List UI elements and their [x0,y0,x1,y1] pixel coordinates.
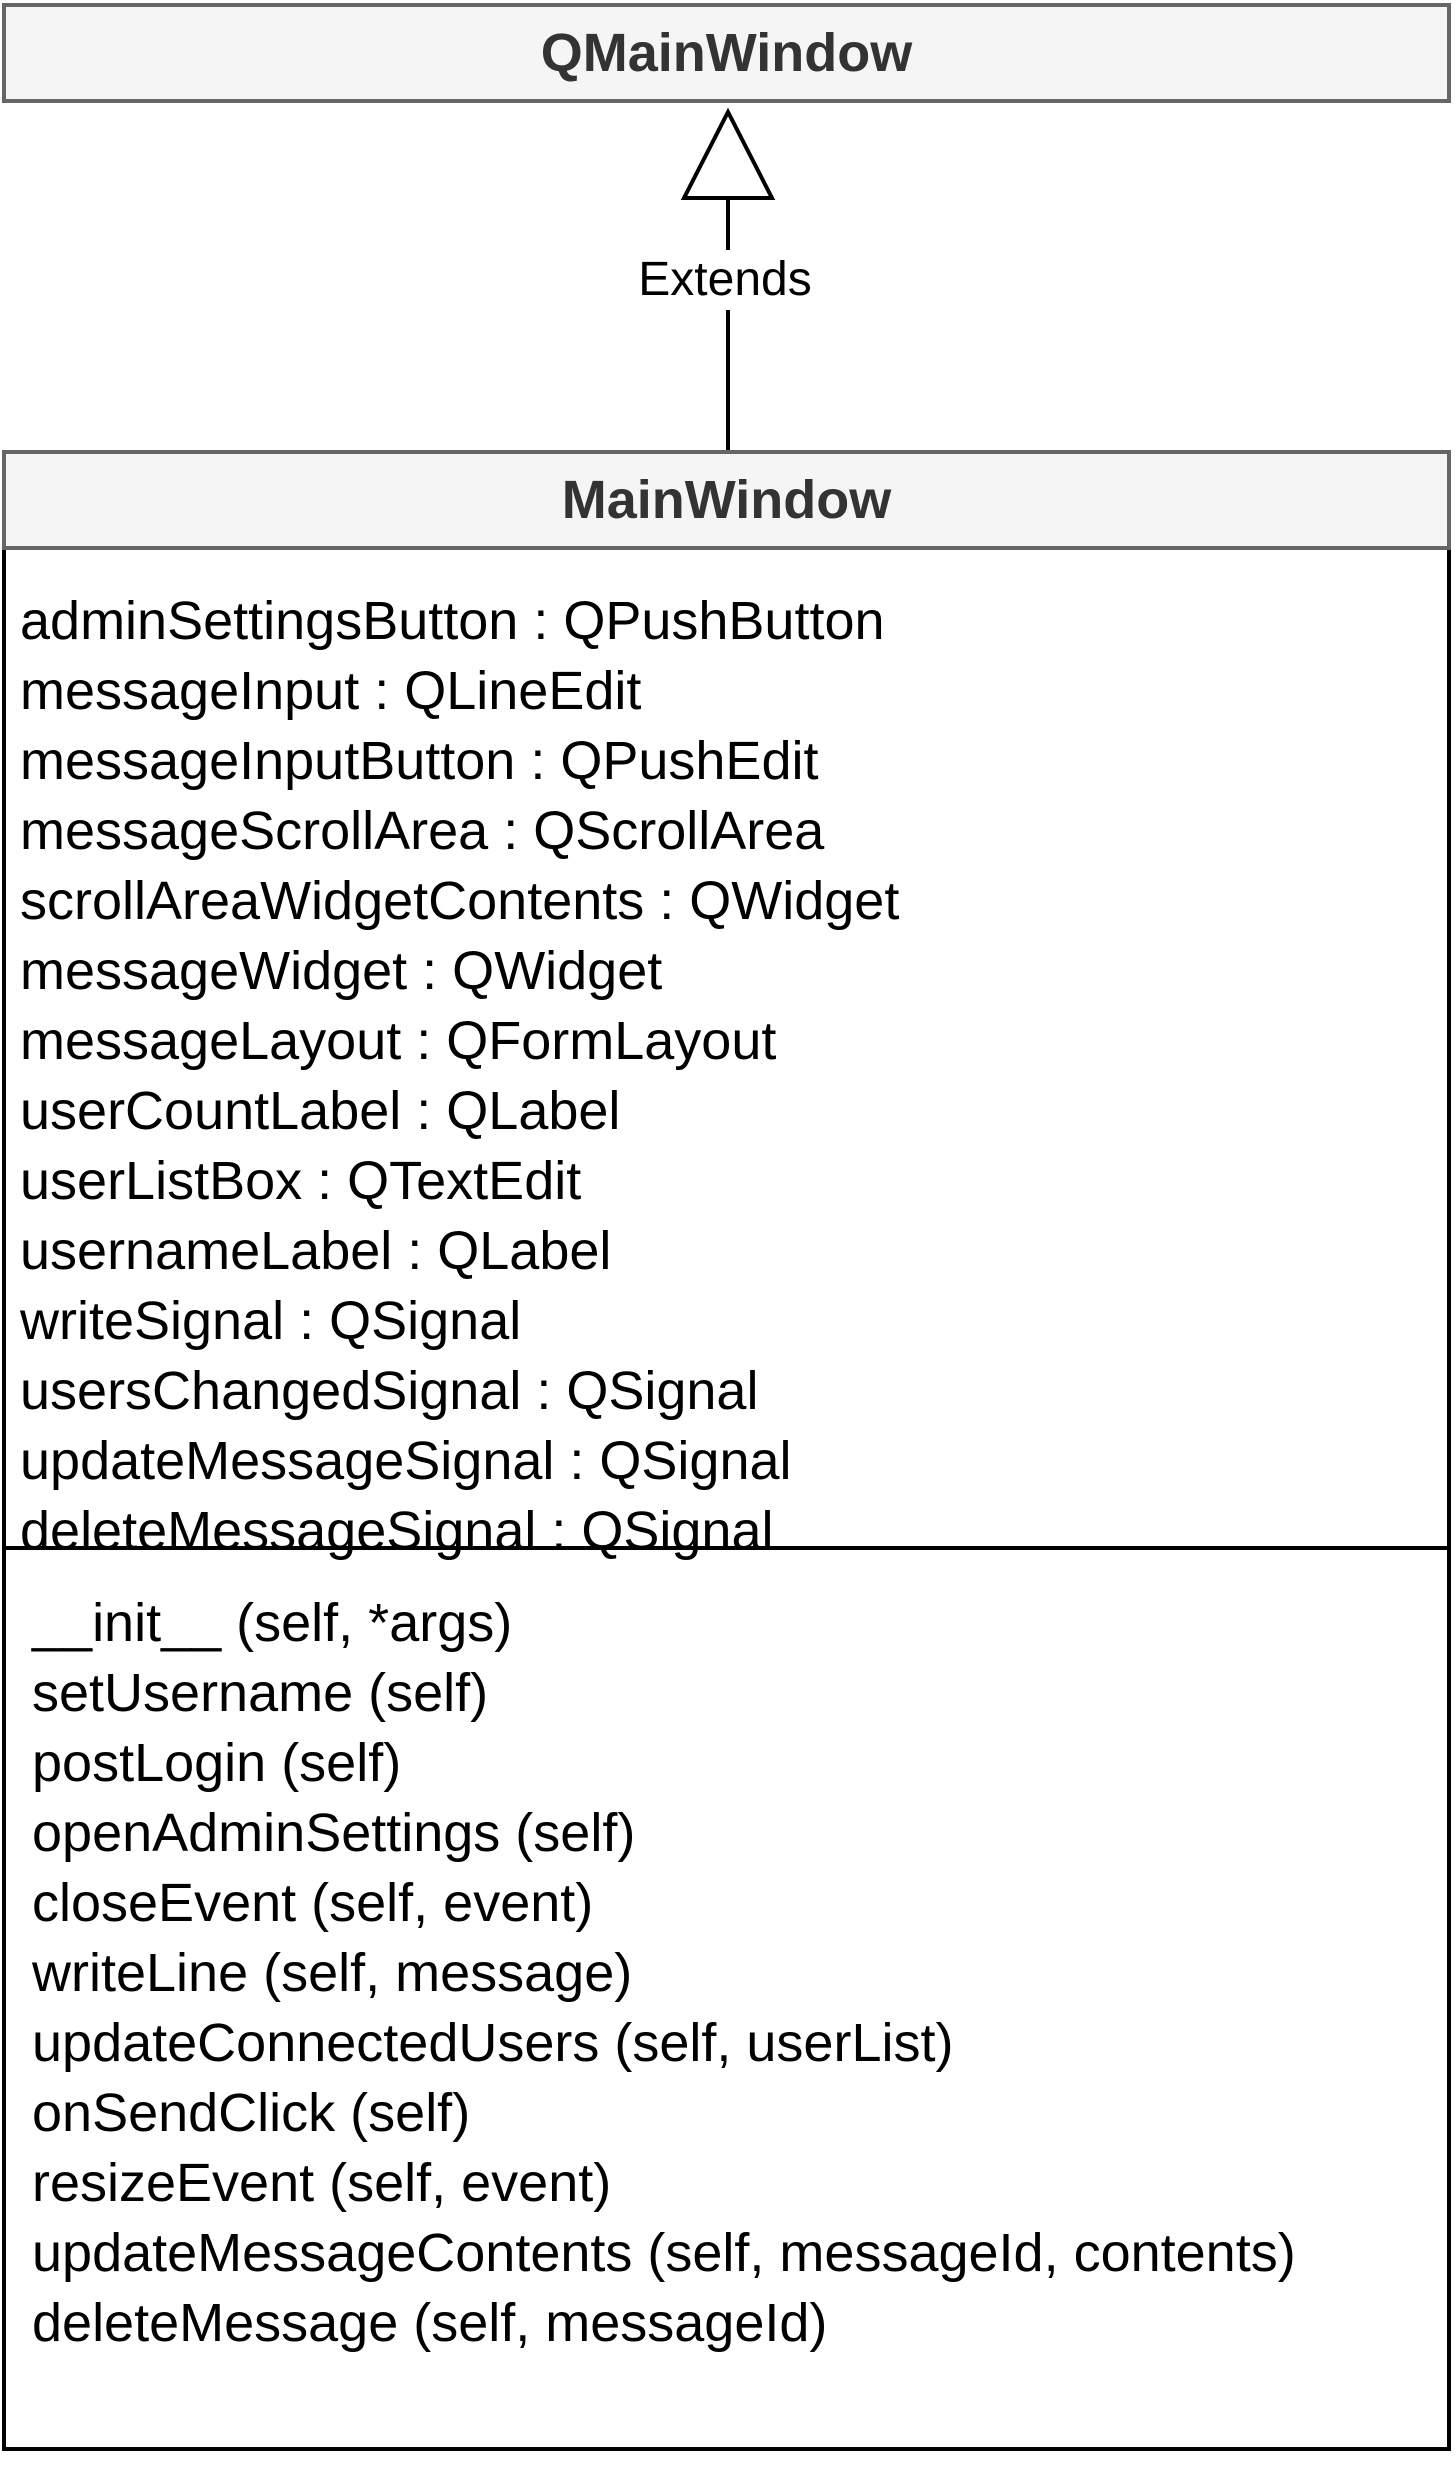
method-item: updateConnectedUsers (self, userList) [32,2013,954,2073]
attributes-compartment: adminSettingsButton : QPushButton message… [6,550,1447,1561]
method-item: postLogin (self) [32,1733,402,1793]
attribute-item: usernameLabel : QLabel [20,1221,612,1281]
attribute-item: userCountLabel : QLabel [20,1081,621,1141]
attribute-item: messageLayout : QFormLayout [20,1011,777,1071]
method-item: openAdminSettings (self) [32,1803,636,1863]
method-item: resizeEvent (self, event) [32,2153,612,2213]
method-item: setUsername (self) [32,1663,489,1723]
attribute-item: userListBox : QTextEdit [20,1151,582,1211]
method-item: writeLine (self, message) [32,1943,633,2003]
attribute-item: writeSignal : QSignal [20,1291,522,1351]
parent-class-name: QMainWindow [540,23,913,83]
attribute-item: messageInput : QLineEdit [20,661,642,721]
inheritance-arrowhead [680,107,776,200]
methods-compartment: __init__ (self, *args) setUsername (self)… [6,1550,1447,2358]
attribute-item: messageScrollArea : QScrollArea [20,801,825,861]
method-item: __init__ (self, *args) [32,1593,513,1653]
extends-label: Extends [620,250,830,310]
attribute-item: messageInputButton : QPushEdit [20,731,819,791]
attribute-item: adminSettingsButton : QPushButton [20,591,885,651]
class-header: MainWindow [2,450,1451,550]
method-item: closeEvent (self, event) [32,1873,594,1933]
class-box: MainWindow adminSettingsButton : QPushBu… [2,450,1451,2451]
method-item: deleteMessage (self, messageId) [32,2293,828,2353]
method-item: onSendClick (self) [32,2083,471,2143]
method-item: updateMessageContents (self, messageId, … [32,2223,1296,2283]
attribute-item: messageWidget : QWidget [20,941,663,1001]
attribute-item: scrollAreaWidgetContents : QWidget [20,871,900,931]
parent-class-box: QMainWindow [2,3,1451,103]
class-name: MainWindow [561,470,892,530]
attribute-item: deleteMessageSignal : QSignal [20,1501,774,1561]
attribute-item: usersChangedSignal : QSignal [20,1361,759,1421]
attribute-item: updateMessageSignal : QSignal [20,1431,792,1491]
